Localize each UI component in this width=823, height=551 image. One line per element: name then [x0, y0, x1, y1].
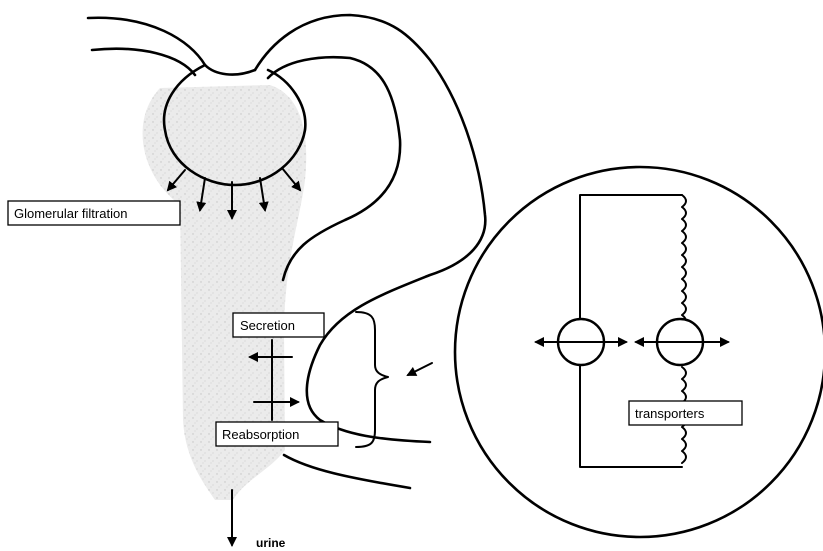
- svg-text:Reabsorption: Reabsorption: [222, 427, 299, 442]
- svg-text:transporters: transporters: [635, 406, 705, 421]
- zoom-circle: [455, 167, 823, 537]
- transporters-label: transporters: [629, 401, 742, 425]
- zoom-arrow: [408, 363, 432, 375]
- secretion-label: Secretion: [233, 313, 324, 337]
- svg-text:Glomerular filtration: Glomerular filtration: [14, 206, 127, 221]
- svg-text:Secretion: Secretion: [240, 318, 295, 333]
- reabsorption-label: Reabsorption: [216, 422, 338, 446]
- brace: [356, 312, 388, 447]
- glomerular-filtration-label: Glomerular filtration: [8, 201, 180, 225]
- urine-label: urine: [256, 536, 286, 550]
